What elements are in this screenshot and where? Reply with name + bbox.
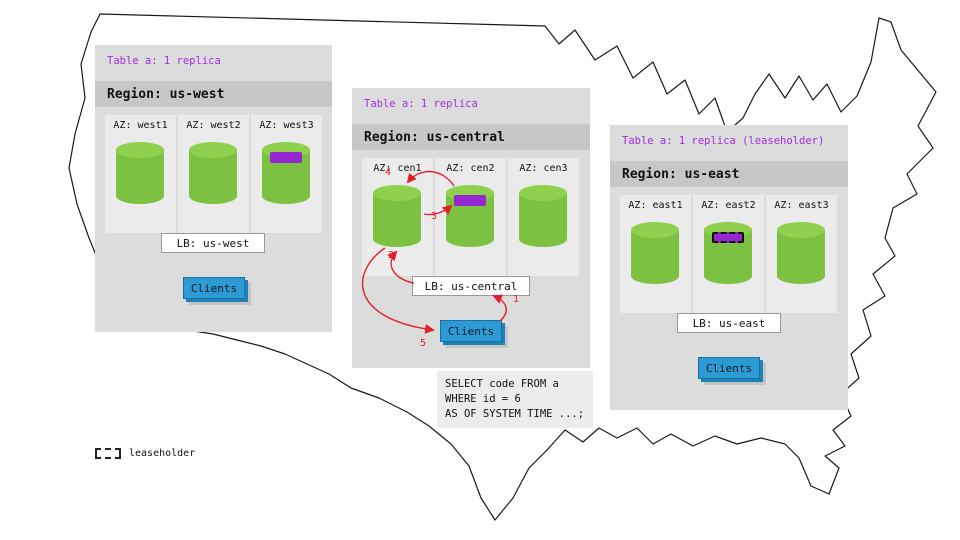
az-label: AZ: cen2 (446, 163, 495, 174)
database-cylinder-icon (776, 221, 826, 285)
database-cylinder-icon (630, 221, 680, 285)
region-title: Region: us-central (352, 124, 590, 150)
region-panel-us-east: Table a: 1 replica (leaseholder) Region:… (610, 125, 848, 410)
flow-step-5-label: 5 (420, 338, 427, 349)
load-balancer-us-central: LB: us-central (412, 276, 530, 296)
region-panel-us-central: Table a: 1 replica Region: us-central AZ… (352, 88, 590, 368)
legend: leaseholder (95, 448, 195, 459)
az-label: AZ: east1 (628, 200, 683, 211)
sql-query-line: AS OF SYSTEM TIME ...; (445, 408, 585, 420)
az-label: AZ: east2 (701, 200, 756, 211)
az-column-east1: AZ: east1 (620, 195, 691, 313)
flow-step-1-label: 1 (513, 294, 520, 305)
az-column-west2: AZ: west2 (178, 115, 249, 233)
az-label: AZ: west3 (259, 120, 314, 131)
database-cylinder-icon (372, 184, 422, 248)
az-row: AZ: east1 AZ: east2 AZ: east3 (620, 195, 837, 313)
az-label: AZ: cen1 (373, 163, 422, 174)
flow-step-3-label: 3 (431, 211, 438, 222)
az-column-cen1: AZ: cen1 (362, 158, 433, 276)
replica-range-marker (270, 152, 302, 163)
database-cylinder-icon (188, 141, 238, 205)
az-column-cen2: AZ: cen2 (435, 158, 506, 276)
load-balancer-us-west: LB: us-west (161, 233, 265, 253)
region-title: Region: us-east (610, 161, 848, 187)
flow-step-2-label: 2 (388, 250, 395, 261)
clients-button-us-east: Clients (698, 357, 760, 379)
database-cylinder-icon (518, 184, 568, 248)
database-cylinder-icon (703, 221, 753, 285)
az-label: AZ: west2 (186, 120, 241, 131)
az-column-east2: AZ: east2 (693, 195, 764, 313)
database-cylinder-icon (445, 184, 495, 248)
clients-button-us-central: Clients (440, 320, 502, 342)
az-label: AZ: east3 (774, 200, 829, 211)
database-cylinder-icon (115, 141, 165, 205)
legend-label: leaseholder (129, 448, 196, 459)
az-row: AZ: west1 AZ: west2 AZ: west3 (105, 115, 322, 233)
leaseholder-legend-swatch-icon (95, 448, 121, 459)
table-replicas-label: Table a: 1 replica (leaseholder) (622, 135, 825, 147)
replica-range-marker (454, 195, 486, 206)
flow-step-4-label: 4 (385, 167, 392, 178)
sql-query-line: WHERE id = 6 (445, 393, 521, 405)
az-column-east3: AZ: east3 (766, 195, 837, 313)
region-panel-us-west: Table a: 1 replica Region: us-west AZ: w… (95, 45, 332, 332)
sql-query-line: SELECT code FROM a (445, 378, 559, 390)
az-label: AZ: cen3 (519, 163, 568, 174)
sql-query: SELECT code FROM a WHERE id = 6 AS OF SY… (437, 371, 593, 428)
load-balancer-us-east: LB: us-east (677, 313, 781, 333)
table-replicas-label: Table a: 1 replica (364, 98, 478, 110)
az-row: AZ: cen1 AZ: cen2 AZ: cen3 (362, 158, 579, 276)
az-column-west1: AZ: west1 (105, 115, 176, 233)
az-column-cen3: AZ: cen3 (508, 158, 579, 276)
database-cylinder-icon (261, 141, 311, 205)
leaseholder-range-marker (712, 232, 744, 243)
az-label: AZ: west1 (113, 120, 168, 131)
table-replicas-label: Table a: 1 replica (107, 55, 221, 67)
clients-button-us-west: Clients (183, 277, 245, 299)
az-column-west3: AZ: west3 (251, 115, 322, 233)
us-map-path (68, 13, 937, 521)
region-title: Region: us-west (95, 81, 332, 107)
